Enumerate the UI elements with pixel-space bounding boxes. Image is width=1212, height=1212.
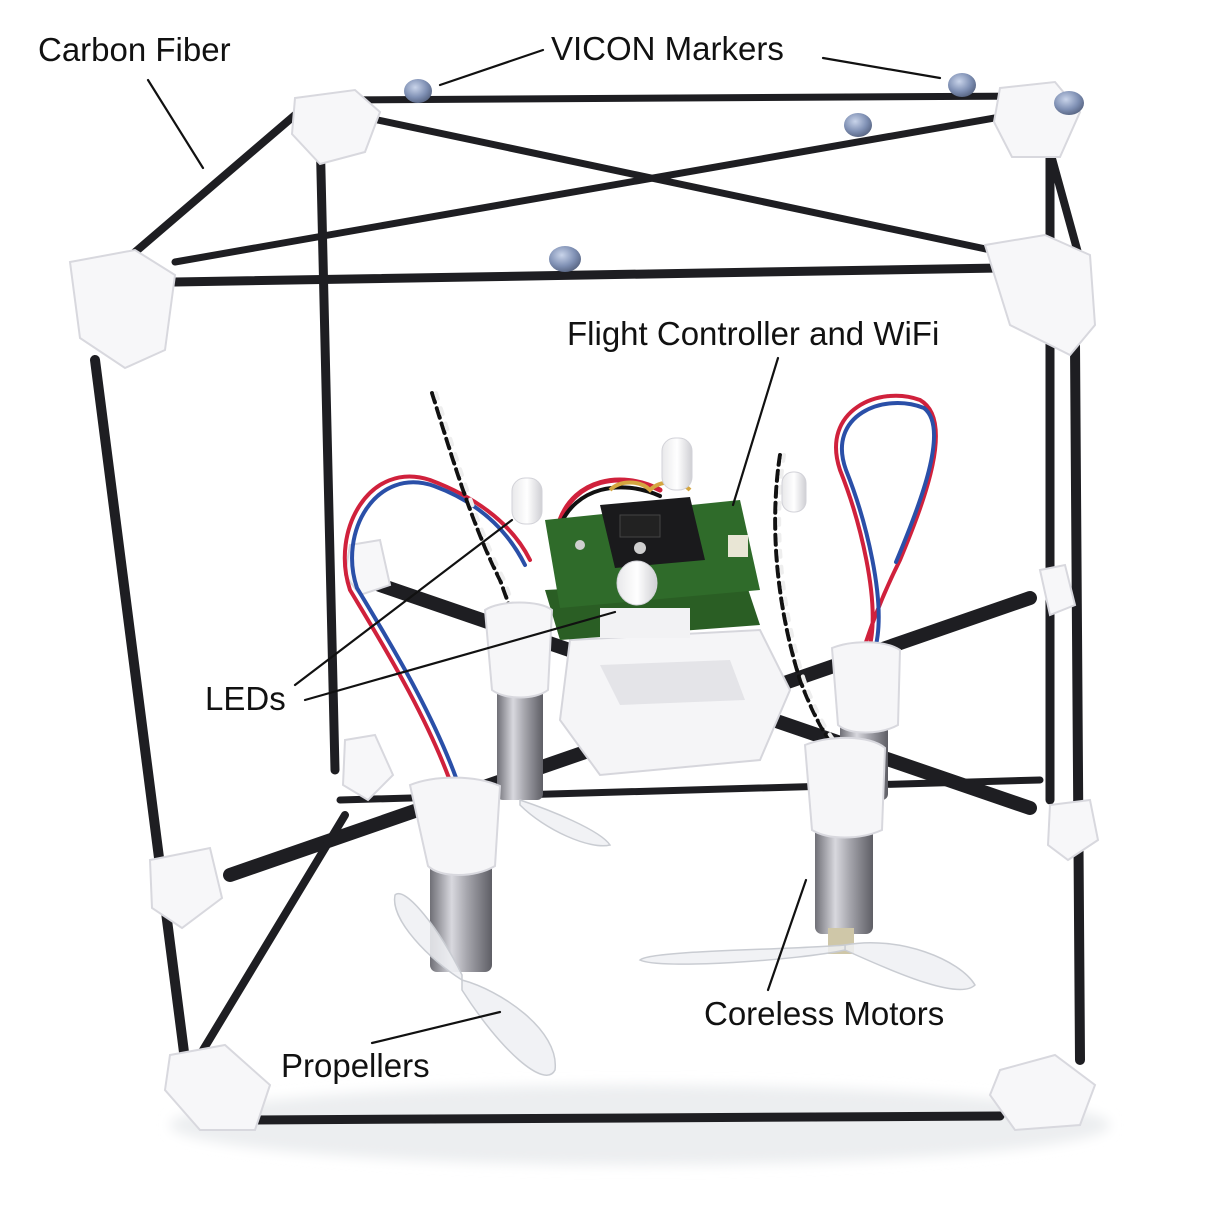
propeller bbox=[393, 892, 463, 982]
led bbox=[661, 437, 693, 491]
motor-group bbox=[408, 601, 902, 972]
leader-carbon-fiber bbox=[146, 78, 205, 170]
propeller bbox=[638, 944, 846, 965]
coreless-motors-label: Coreless Motors bbox=[704, 995, 945, 1032]
cage-frame-front bbox=[90, 340, 1085, 1125]
vicon-markers-label: VICON Markers bbox=[551, 30, 784, 67]
leader-flight-controller bbox=[731, 356, 780, 507]
coreless-motor bbox=[483, 601, 554, 800]
led-group bbox=[511, 437, 807, 606]
led bbox=[511, 477, 543, 525]
propeller bbox=[519, 798, 612, 847]
vicon-marker bbox=[948, 73, 976, 97]
flight-controller-board bbox=[545, 480, 760, 640]
carbon-fiber-label: Carbon Fiber bbox=[38, 31, 231, 68]
leader-leds-b bbox=[303, 610, 617, 702]
vicon-marker bbox=[404, 79, 432, 103]
led bbox=[616, 560, 658, 606]
flight-controller-label: Flight Controller and WiFi bbox=[567, 315, 940, 352]
leader-coreless-motors bbox=[766, 878, 808, 992]
leader-propellers bbox=[370, 1010, 502, 1045]
leds-label: LEDs bbox=[205, 680, 286, 717]
leader-leds-a bbox=[293, 518, 514, 687]
cage-frame-top bbox=[116, 106, 1084, 287]
propeller-group bbox=[393, 798, 976, 1076]
vicon-marker bbox=[549, 246, 581, 272]
leader-vicon-right bbox=[821, 56, 942, 80]
propeller bbox=[461, 979, 556, 1076]
led bbox=[781, 471, 807, 513]
vicon-marker-group bbox=[404, 73, 1084, 272]
vicon-marker bbox=[1054, 91, 1084, 115]
callout-leaders bbox=[146, 48, 942, 1045]
propellers-label: Propellers bbox=[281, 1047, 430, 1084]
propeller bbox=[844, 941, 976, 991]
motor-wires bbox=[342, 391, 938, 797]
vicon-marker bbox=[844, 113, 872, 137]
drone-body bbox=[558, 628, 792, 777]
leader-vicon-left bbox=[438, 48, 545, 87]
coreless-motor bbox=[803, 736, 887, 954]
